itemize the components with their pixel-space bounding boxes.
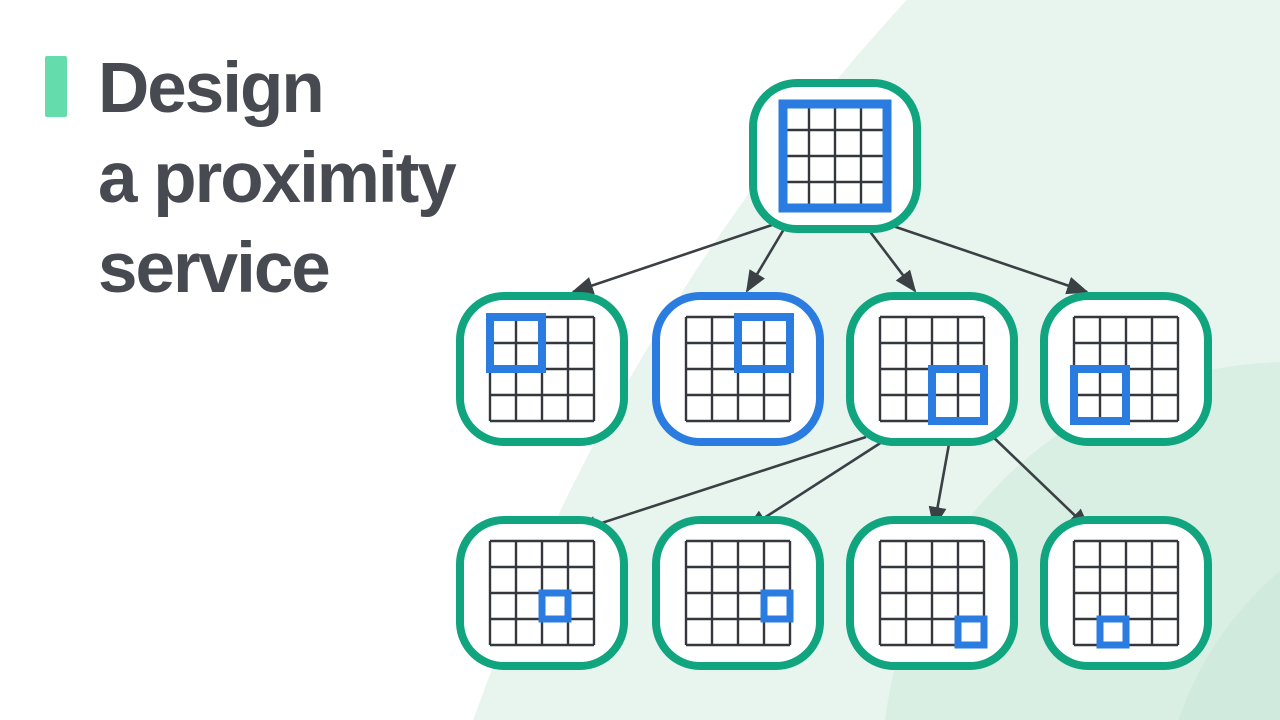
quadtree-node-sw xyxy=(1040,292,1212,446)
edge-root-to-sw xyxy=(889,223,1089,295)
edge-se-to-leaf-3 xyxy=(928,443,951,529)
corner-blob xyxy=(1178,570,1280,720)
page-title: Design a proximity service xyxy=(98,49,457,308)
highlight-cell xyxy=(778,99,892,213)
highlight-cell xyxy=(1096,615,1130,649)
edge-se-to-leaf-1 xyxy=(575,435,867,534)
highlight-cell xyxy=(734,313,794,373)
edge-se-to-leaf-2 xyxy=(745,440,883,531)
quadtree-node-leaf-2 xyxy=(652,516,824,670)
quadtree-node-nw xyxy=(456,292,628,446)
highlight-cell xyxy=(760,589,794,623)
highlight-cell xyxy=(538,589,572,623)
edge-se-to-leaf-4 xyxy=(989,433,1091,531)
quadtree-node-root xyxy=(749,79,921,233)
edge-root-to-se xyxy=(866,228,917,293)
highlight-cell xyxy=(486,313,546,373)
quadtree-node-leaf-1 xyxy=(456,516,628,670)
highlight-cell xyxy=(1070,365,1130,425)
title-accent-bar xyxy=(45,56,67,117)
grid-4x4 xyxy=(878,539,986,647)
tree-nodes xyxy=(456,79,1212,670)
highlight-cell xyxy=(954,615,988,649)
quadtree-node-leaf-3 xyxy=(846,516,1018,670)
quadtree-node-ne xyxy=(652,292,824,446)
quadtree-node-se xyxy=(846,292,1018,446)
edge-root-to-nw xyxy=(571,223,773,295)
edge-root-to-ne xyxy=(745,228,786,293)
quadtree-node-leaf-4 xyxy=(1040,516,1212,670)
tree-edges xyxy=(571,223,1091,534)
highlight-cell xyxy=(928,365,988,425)
